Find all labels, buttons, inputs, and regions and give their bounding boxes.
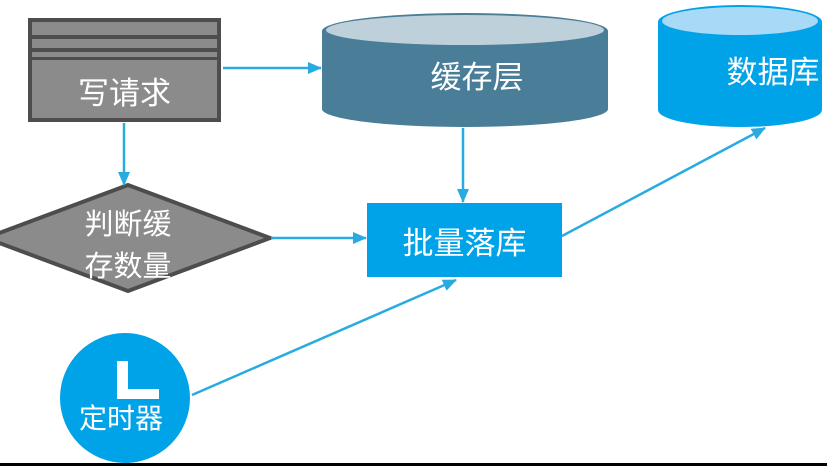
stacked-lines-icon <box>32 22 217 62</box>
clock-hands-icon <box>117 361 159 399</box>
timer-node: 定时器 <box>60 333 190 463</box>
cache-layer-cylinder <box>322 13 608 127</box>
write-request-label-wrap: 写请求 <box>32 62 217 118</box>
timer-label: 定时器 <box>78 404 163 435</box>
write-request-node: 写请求 <box>28 18 221 122</box>
cache-layer-cylinder-top <box>326 15 604 45</box>
arrow-batch-to-database <box>561 126 766 238</box>
bottom-divider-line <box>0 463 827 466</box>
batch-write-node: 批量落库 <box>367 203 562 277</box>
arrow-timer-to-batch <box>191 278 457 397</box>
write-request-label: 写请求 <box>78 75 171 111</box>
batch-write-label: 批量落库 <box>402 225 527 261</box>
database-cylinder-top <box>662 7 818 35</box>
database-cylinder <box>658 5 822 127</box>
cache-check-diamond <box>0 182 276 294</box>
